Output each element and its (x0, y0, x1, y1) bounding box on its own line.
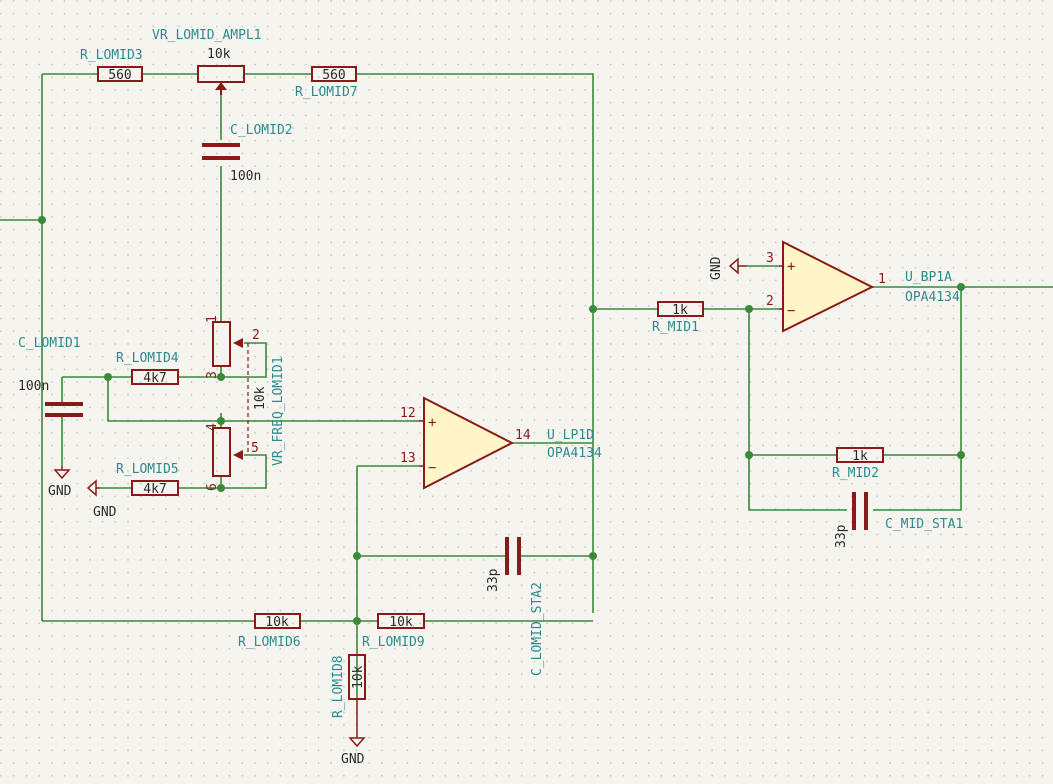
r-lomid6-ref: R_LOMID6 (238, 635, 301, 650)
r-lomid4-ref: R_LOMID4 (116, 351, 179, 366)
opamp-u-lp1d[interactable]: + − 12 13 14 U_LP1D OPA4134 (400, 396, 602, 490)
gnd-label-2: GND (93, 505, 117, 520)
gnd-symbol-2: GND (86, 479, 117, 520)
gnd-symbol-4: GND (709, 256, 747, 280)
resistor-r-mid1[interactable]: 1k R_MID1 (652, 301, 704, 335)
vr-freq-lomid1-ref: VR_FREQ_LOMID1 (271, 356, 286, 466)
vr-lomid-ampl1-ref: VR_LOMID_AMPL1 (152, 28, 262, 43)
resistor-r-lomid5[interactable]: 4k7 R_LOMID5 (116, 462, 179, 497)
r-lomid3-value: 560 (108, 68, 131, 83)
u-bp1a-minus-sign: − (787, 303, 795, 319)
resistor-r-lomid6[interactable]: 10k R_LOMID6 (238, 613, 301, 650)
c-lomid-sta2-ref: C_LOMID_STA2 (530, 582, 545, 676)
r-mid2-ref: R_MID2 (832, 466, 879, 481)
c-lomid-sta2-value: 33p (486, 568, 501, 592)
r-mid2-value: 1k (852, 449, 868, 464)
u-lp1d-ref: U_LP1D (547, 428, 594, 443)
u-lp1d-value: OPA4134 (547, 446, 602, 461)
pot-pin-5: 5 (251, 441, 259, 456)
opamp-u-bp1a[interactable]: + − 3 2 1 U_BP1A OPA4134 (766, 240, 960, 333)
u-lp1d-plus-sign: + (428, 415, 436, 431)
r-lomid8-value: 10k (351, 665, 366, 689)
u-bp1a-pin-minus: 2 (766, 294, 774, 309)
resistor-r-mid2[interactable]: 1k R_MID2 (832, 447, 884, 481)
u-bp1a-pin-plus: 3 (766, 251, 774, 266)
capacitor-c-lomid2[interactable]: C_LOMID2 100n (202, 123, 293, 184)
pot-pin-3: 3 (205, 371, 220, 379)
gnd-label-3: GND (341, 752, 365, 767)
r-lomid7-value: 560 (322, 68, 345, 83)
wires (0, 73, 1053, 699)
resistor-r-lomid4[interactable]: 4k7 R_LOMID4 (116, 351, 179, 386)
junction-dots (38, 216, 965, 625)
u-bp1a-value: OPA4134 (905, 290, 960, 305)
capacitor-c-mid-sta1[interactable]: 33p C_MID_STA1 (834, 492, 963, 548)
pot-pin-1: 1 (205, 315, 220, 323)
r-lomid7-ref: R_LOMID7 (295, 85, 358, 100)
u-bp1a-pin-out: 1 (878, 272, 886, 287)
gnd-label-4: GND (709, 256, 724, 280)
capacitor-c-lomid-sta2[interactable]: 33p C_LOMID_STA2 (486, 537, 545, 676)
r-lomid5-ref: R_LOMID5 (116, 462, 179, 477)
gnd-symbol-3: GND (341, 699, 366, 767)
vr-lomid-ampl1-value: 10k (207, 47, 231, 62)
capacitor-c-lomid1[interactable]: C_LOMID1 100n (18, 336, 83, 417)
c-lomid2-ref: C_LOMID2 (230, 123, 293, 138)
r-mid1-ref: R_MID1 (652, 320, 699, 335)
r-lomid3-ref: R_LOMID3 (80, 48, 143, 63)
r-lomid9-ref: R_LOMID9 (362, 635, 425, 650)
pot-vr-lomid-ampl1[interactable]: VR_LOMID_AMPL1 10k (152, 28, 262, 95)
u-lp1d-pin-plus: 12 (400, 406, 416, 421)
u-bp1a-plus-sign: + (787, 259, 795, 275)
r-mid1-value: 1k (672, 303, 688, 318)
resistor-r-lomid9[interactable]: 10k R_LOMID9 (362, 613, 425, 650)
resistor-r-lomid7[interactable]: 560 R_LOMID7 (295, 66, 358, 100)
pot-vr-freq-lomid1[interactable]: 1 2 3 4 5 6 10k VR_FREQ_LOMID1 (205, 315, 286, 491)
c-lomid2-value: 100n (230, 169, 261, 184)
gnd-symbol-1: GND (48, 466, 72, 499)
c-lomid1-ref: C_LOMID1 (18, 336, 81, 351)
resistor-r-lomid3[interactable]: 560 R_LOMID3 (80, 48, 143, 83)
c-mid-sta1-ref: C_MID_STA1 (885, 517, 963, 532)
r-lomid4-value: 4k7 (143, 371, 166, 386)
c-lomid1-value: 100n (18, 379, 49, 394)
pot-pin-2: 2 (252, 328, 260, 343)
u-lp1d-minus-sign: − (428, 460, 436, 476)
c-mid-sta1-value: 33p (834, 524, 849, 548)
u-bp1a-ref: U_BP1A (905, 270, 952, 285)
r-lomid8-ref: R_LOMID8 (331, 655, 346, 718)
r-lomid5-value: 4k7 (143, 482, 166, 497)
r-lomid9-value: 10k (389, 615, 413, 630)
r-lomid6-value: 10k (265, 615, 289, 630)
u-lp1d-pin-out: 14 (515, 428, 531, 443)
gnd-label-1: GND (48, 484, 72, 499)
u-lp1d-pin-minus: 13 (400, 451, 416, 466)
vr-freq-lomid1-value: 10k (253, 386, 268, 410)
pot-pin-4: 4 (205, 423, 220, 431)
pot-pin-6: 6 (205, 483, 220, 491)
